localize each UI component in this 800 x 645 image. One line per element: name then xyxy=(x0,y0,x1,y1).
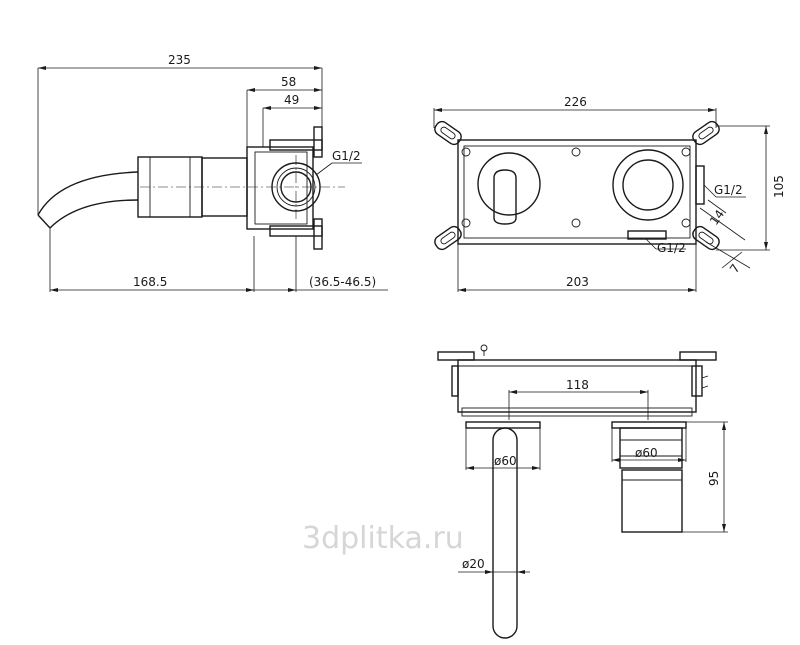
screw-hole xyxy=(461,147,471,157)
spout-stub xyxy=(493,169,517,225)
dim-spout-dia: ø20 xyxy=(462,557,485,571)
screw-hole xyxy=(571,218,581,228)
watermark: 3dplitka.ru xyxy=(302,521,464,556)
front-thread-label-right: G1/2 xyxy=(714,183,743,197)
dim-spout-rosette-dia: ø60 xyxy=(494,454,517,468)
spout-pipe xyxy=(492,427,518,639)
handle-lever xyxy=(621,469,683,533)
screw-hole xyxy=(681,147,691,157)
side-tab-right xyxy=(691,365,703,397)
dim-226: 226 xyxy=(564,95,587,109)
dim-235: 235 xyxy=(168,53,191,67)
side-port xyxy=(695,165,705,205)
spout-profile xyxy=(37,171,139,229)
dim-49: 49 xyxy=(284,93,299,107)
handle-opening-outer xyxy=(612,149,684,221)
corner-ear-top-right xyxy=(692,120,720,146)
front-view: 226 203 105 G1/2 G1/2 14 7 xyxy=(433,95,786,292)
dim-168-5: 168.5 xyxy=(133,275,167,289)
dim-handle-rosette-dia: ø60 xyxy=(635,446,658,460)
side-view: G1/2 235 58 49 168.5 (36.5-46.5) xyxy=(37,53,388,292)
corner-ear-bottom-right xyxy=(692,225,720,251)
front-thread-label-bottom: G1/2 xyxy=(657,241,686,255)
dim-203: 203 xyxy=(566,275,589,289)
dim-95: 95 xyxy=(707,471,721,486)
side-thread-label: G1/2 xyxy=(332,149,361,163)
screw-hole xyxy=(681,218,691,228)
top-view: 118 ø60 ø60 95 ø20 xyxy=(437,344,728,639)
corner-ear-top-left xyxy=(434,120,462,146)
dim-58: 58 xyxy=(281,75,296,89)
dim-wall-range: (36.5-46.5) xyxy=(309,275,376,289)
side-tab-left xyxy=(451,365,459,397)
spout-opening xyxy=(477,152,541,216)
dim-118: 118 xyxy=(566,378,589,392)
spout-rosette xyxy=(465,421,541,429)
handle-opening-inner xyxy=(622,159,674,211)
handle-rosette xyxy=(611,421,687,429)
corner-ear-bottom-left xyxy=(434,225,462,251)
dim-7: 7 xyxy=(727,261,743,275)
screw-hole xyxy=(571,147,581,157)
screw-hole xyxy=(461,218,471,228)
dim-105: 105 xyxy=(772,175,786,198)
wall-box xyxy=(246,146,314,230)
dim-14: 14 xyxy=(707,207,727,228)
